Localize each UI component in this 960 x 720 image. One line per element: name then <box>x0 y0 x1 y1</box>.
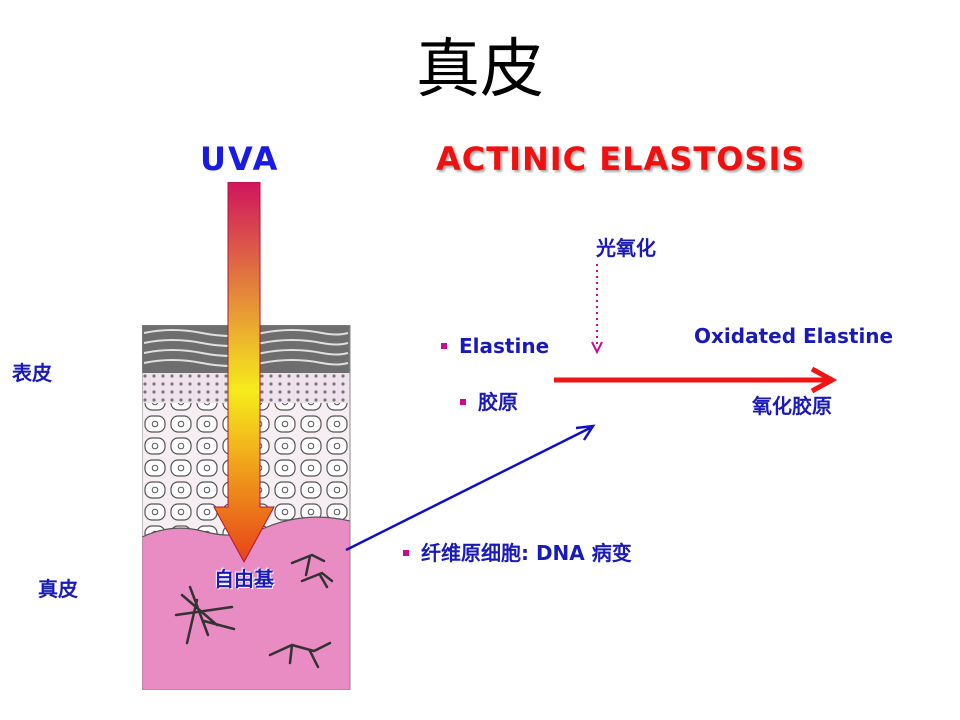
epidermis-label: 表皮 <box>12 361 52 385</box>
fibroblast-to-collagen-arrow <box>345 424 596 552</box>
fibroblast-label: 纤维原细胞: DNA 病变 <box>421 541 632 565</box>
collagen-label: 胶原 <box>478 390 518 414</box>
bullet-icon <box>441 342 447 349</box>
photo-oxidation-arrow <box>591 264 603 355</box>
photo-oxidation-label: 光氧化 <box>596 236 656 260</box>
transformation-arrow <box>554 366 838 394</box>
oxidized-collagen-label: 氧化胶原 <box>752 394 832 418</box>
uva-label: UVA <box>200 140 280 178</box>
collagen-item: 胶原 <box>460 386 518 415</box>
bullet-icon <box>460 398 466 405</box>
dermis-label: 真皮 <box>38 577 78 601</box>
actinic-elastosis-label: ACTINIC ELASTOSIS <box>436 140 806 178</box>
fibroblast-item: 纤维原细胞: DNA 病变 <box>403 537 632 566</box>
oxidated-elastine-label: Oxidated Elastine <box>694 324 894 348</box>
bullet-icon <box>403 549 409 556</box>
elastine-label: Elastine <box>459 334 550 358</box>
slide-title: 真皮 <box>416 33 544 107</box>
uva-arrow <box>213 182 275 564</box>
elastine-item: Elastine <box>441 334 549 358</box>
free-radicals-label: 自由基 <box>214 567 274 591</box>
